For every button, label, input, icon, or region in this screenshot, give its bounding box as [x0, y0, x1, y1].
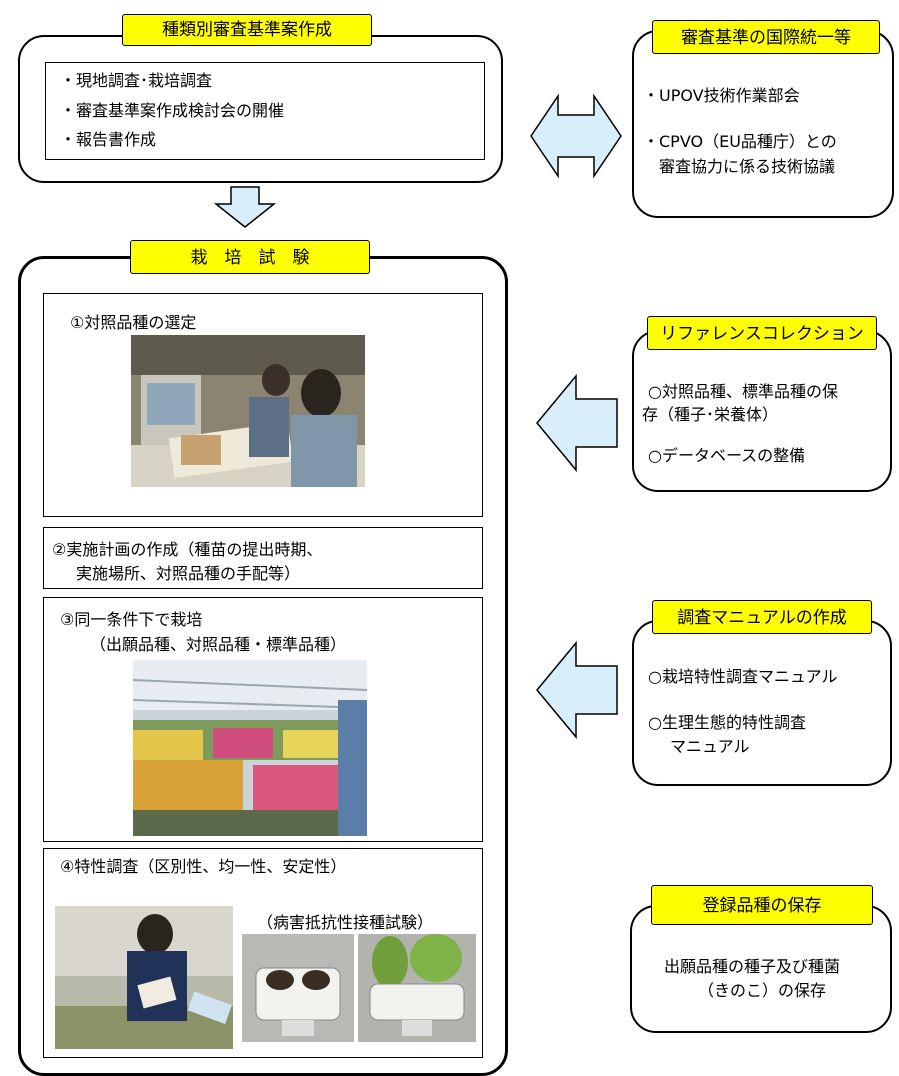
reference-panel: [632, 330, 892, 492]
step4-photo-test1: [242, 934, 354, 1042]
intl-item-2-line2: 審査協力に係る技術協議: [659, 157, 836, 176]
step2-line2: 実施場所、対照品種の手配等）: [76, 564, 301, 583]
intl-panel: [632, 30, 894, 218]
reference-item-1-line1: ○対照品種、標準品種の保: [648, 382, 838, 401]
manual-item-2-line2: マニュアル: [670, 737, 750, 756]
storage-line2: （きのこ）の保存: [698, 981, 827, 1000]
left-arrow-manual: [536, 640, 618, 740]
step4-photo-survey: [55, 906, 233, 1049]
reference-title: リファレンスコレクション: [647, 316, 877, 350]
storage-line1: 出願品種の種子及び種菌: [664, 957, 841, 976]
manual-panel: [632, 620, 892, 786]
down-arrow: [213, 186, 277, 228]
step4-caption: （病害抵抗性接種試験）: [257, 913, 434, 932]
double-arrow: [530, 93, 622, 179]
step2-line1: ②実施計画の作成（種苗の提出時期、: [52, 540, 323, 559]
plan-item-3: ・報告書作成: [60, 130, 157, 149]
step3-line1: ③同一条件下で栽培: [60, 610, 203, 629]
plan-title: 種類別審査基準案作成: [122, 14, 372, 46]
step3-photo: [133, 660, 367, 836]
reference-item-1-line2: 存（種子･栄養体）: [642, 405, 779, 424]
step1-photo: [131, 335, 365, 487]
step1-label: ①対照品種の選定: [70, 313, 197, 332]
intl-item-1: ・UPOV技術作業部会: [643, 86, 800, 105]
plan-item-1: ・現地調査･栽培調査: [60, 71, 213, 90]
step4-photo-test2: [358, 934, 476, 1042]
manual-item-2-line1: ○生理生態的特性調査: [648, 713, 806, 732]
trial-title: 栽 培 試 験: [130, 240, 370, 274]
intl-title: 審査基準の国際統一等: [652, 20, 880, 54]
left-arrow-reference: [536, 373, 618, 473]
plan-item-2: ・審査基準案作成検討会の開催: [60, 101, 285, 120]
reference-item-2: ○データベースの整備: [648, 446, 806, 465]
storage-title: 登録品種の保存: [651, 885, 873, 925]
step3-line2: （出願品種、対照品種・標準品種）: [90, 635, 347, 654]
manual-item-1: ○栽培特性調査マニュアル: [648, 667, 838, 686]
step2-box: [43, 527, 483, 589]
step4-label: ④特性調査（区別性、均一性、安定性）: [60, 857, 347, 876]
manual-title: 調査マニュアルの作成: [652, 600, 872, 634]
plan-items-box: [45, 62, 485, 160]
storage-panel: [630, 905, 892, 1033]
intl-item-2-line1: ・CPVO（EU品種庁）との: [643, 132, 837, 151]
